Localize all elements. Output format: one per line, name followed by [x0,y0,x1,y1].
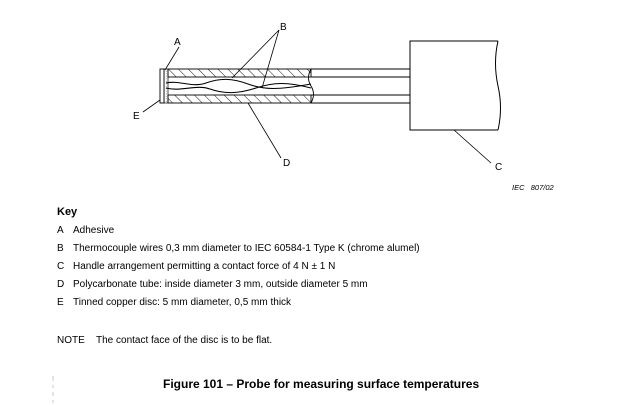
key-letter: C [57,261,65,272]
adhesive-layer [163,68,169,104]
leader-b-1 [231,29,280,79]
callout-d: D [283,158,290,169]
note: NOTE The contact face of the disc is to b… [57,335,272,346]
key-text: Tinned copper disc: 5 mm diameter, 0,5 m… [73,297,292,308]
key-item-b: B Thermocouple wires 0,3 mm diameter to I… [57,242,420,260]
handle-arrangement [409,40,501,131]
callout-b: B [280,22,287,33]
note-tag: NOTE [57,335,85,346]
callout-a: A [174,37,181,48]
key-text: Adhesive [73,225,115,236]
polycarbonate-tube [167,68,410,104]
tube-bottom-wall [167,94,312,104]
key-title: Key [57,206,78,218]
key-letter: A [57,225,64,236]
callout-e: E [133,111,140,122]
leader-b-2 [261,29,280,89]
leader-e [142,99,161,113]
leader-a [164,46,180,71]
key-text: Handle arrangement permitting a contact … [73,261,336,272]
copper-disc [159,68,165,104]
leader-lines [142,29,492,164]
thermocouple-wire-2 [165,82,312,94]
leader-d [247,102,282,159]
key-item-c: C Handle arrangement permitting a contact… [57,260,420,278]
key-letter: E [57,297,64,308]
key-letter: D [57,279,65,290]
tube-break-line [308,68,314,104]
key-item-a: A Adhesive [57,224,420,242]
callout-c: C [495,162,502,173]
leader-c [453,129,492,164]
key-list: A Adhesive B Thermocouple wires 0,3 mm dia… [57,224,420,314]
key-letter: B [57,243,64,254]
figure-reference-code: IEC 807/02 [512,183,555,192]
key-item-d: D Polycarbonate tube: inside diameter 3 m… [57,278,420,296]
note-text: The contact face of the disc is to be fl… [96,335,273,346]
key-text: Thermocouple wires 0,3 mm diameter to IE… [73,243,420,254]
thermocouple-wire-1 [165,78,312,89]
handle-body [409,40,498,131]
key-text: Polycarbonate tube: inside diameter 3 mm… [73,279,368,290]
figure-caption: Figure 101 – Probe for measuring surface… [163,377,480,391]
handle-break-line [495,40,501,131]
key-item-e: E Tinned copper disc: 5 mm diameter, 0,5 … [57,296,420,314]
thermocouple-wires [165,78,312,94]
